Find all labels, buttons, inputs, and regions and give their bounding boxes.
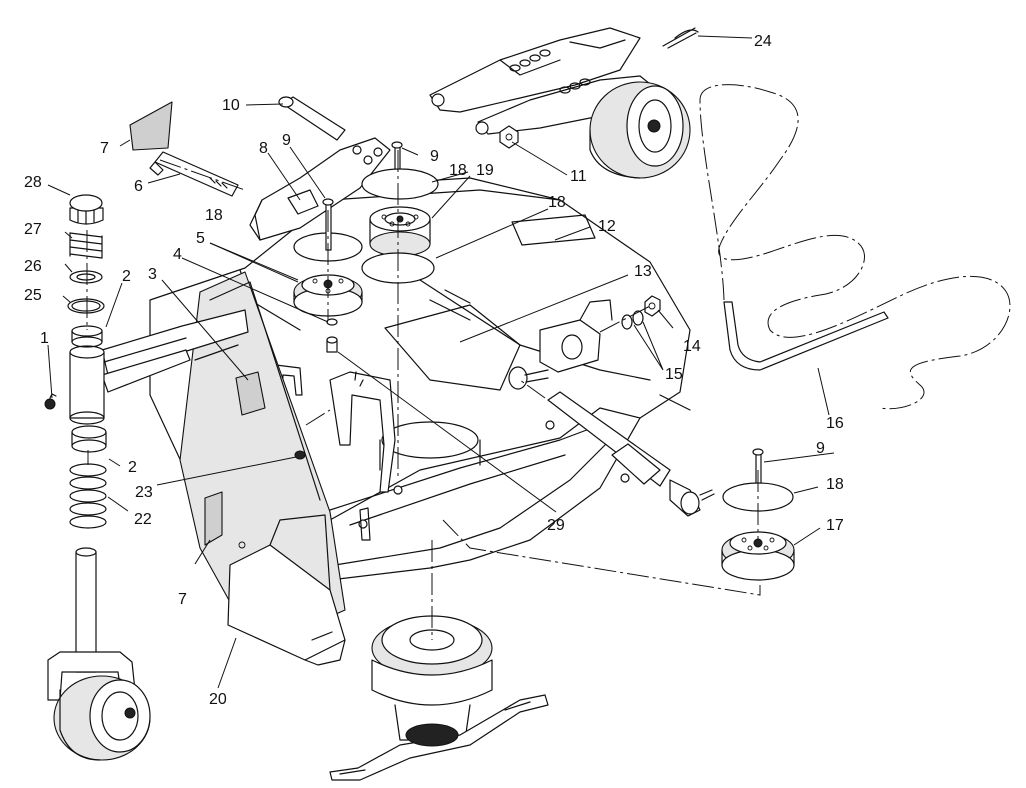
callout-9-left: 9 <box>282 132 291 149</box>
callout-labels: 1 2 2 3 4 5 6 7 7 8 9 9 9 10 11 12 13 14… <box>24 33 844 708</box>
flat-washers <box>621 310 644 330</box>
caster-pivot-tube <box>69 325 107 453</box>
deck-side-frame <box>179 271 346 666</box>
rear-roller-wheel <box>589 81 691 179</box>
spacer-small <box>326 318 338 353</box>
callout-25: 25 <box>24 287 42 304</box>
callout-9-center: 9 <box>430 148 439 165</box>
callout-16: 16 <box>826 415 844 432</box>
cap-screw <box>149 151 239 197</box>
callout-20: 20 <box>209 691 227 708</box>
callout-18-top: 18 <box>449 162 467 179</box>
callout-19: 19 <box>476 162 494 179</box>
deck-decal-top <box>129 101 173 151</box>
spring-spacers <box>69 463 107 529</box>
callout-4: 4 <box>173 246 182 263</box>
callout-10: 10 <box>222 97 240 114</box>
idler-arm <box>249 137 391 241</box>
callout-9-right: 9 <box>816 440 825 457</box>
grease-fitting <box>44 393 57 410</box>
callout-24: 24 <box>754 33 772 50</box>
callout-18-right: 18 <box>826 476 844 493</box>
drive-belt <box>699 84 1011 410</box>
callout-22: 22 <box>134 511 152 528</box>
callout-2-upper: 2 <box>122 268 131 285</box>
spindle-pulley <box>371 615 493 741</box>
callout-18-left: 18 <box>205 207 223 224</box>
pivot-pin <box>278 96 346 141</box>
callout-23: 23 <box>135 484 153 501</box>
jam-nut <box>644 295 661 317</box>
callout-29: 29 <box>547 517 565 534</box>
tension-rod-assembly <box>508 299 715 517</box>
callout-13: 13 <box>634 263 652 280</box>
callout-5: 5 <box>196 230 205 247</box>
callout-12: 12 <box>598 218 616 235</box>
callout-1: 1 <box>40 330 49 347</box>
caster-arm <box>101 309 249 393</box>
callout-3: 3 <box>148 266 157 283</box>
callout-7-upper: 7 <box>100 140 109 157</box>
callout-7-lower: 7 <box>178 591 187 608</box>
callout-2-lower: 2 <box>128 459 137 476</box>
callout-6: 6 <box>134 178 143 195</box>
callout-18-center: 18 <box>548 194 566 211</box>
flat-idler-pulley <box>369 206 431 257</box>
callout-15: 15 <box>665 366 683 383</box>
drive-pulley-right <box>721 531 795 581</box>
retaining-ring <box>67 298 105 314</box>
callout-11: 11 <box>570 168 587 185</box>
compression-spring-upper <box>69 232 103 259</box>
spacer-washer <box>69 270 103 284</box>
callout-27: 27 <box>24 221 42 238</box>
lock-nut <box>294 450 306 460</box>
callout-8: 8 <box>259 140 268 157</box>
callout-17: 17 <box>826 517 844 534</box>
caster-wheel-assembly <box>47 547 151 761</box>
assembly-centerlines <box>86 150 761 640</box>
callout-26: 26 <box>24 258 42 275</box>
dust-cap <box>69 194 104 225</box>
callout-leader-lines <box>47 35 835 689</box>
cutting-blade <box>329 694 549 781</box>
callout-14: 14 <box>683 338 701 355</box>
callout-28: 28 <box>24 174 42 191</box>
guard-washer-upper <box>361 168 439 200</box>
